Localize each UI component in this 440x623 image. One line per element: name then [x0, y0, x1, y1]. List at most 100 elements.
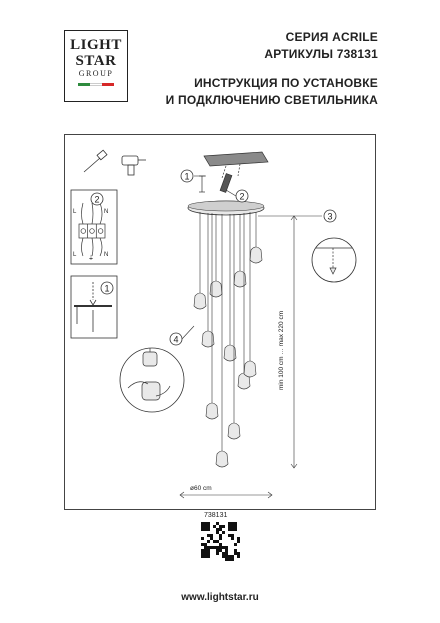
qr-cell: [207, 552, 210, 555]
qr-cell: [234, 543, 237, 546]
qr-cell: [210, 546, 213, 549]
svg-text:2: 2: [239, 191, 244, 201]
qr-cell: [204, 555, 207, 558]
terminal-block-icon: [78, 202, 106, 257]
callout-2-left: 2: [90, 192, 104, 206]
qr-cell: [222, 555, 225, 558]
qr-cell: [204, 522, 207, 525]
pendant-lamps: [193, 212, 263, 468]
qr-cell: [234, 528, 237, 531]
qr-cell: [204, 525, 207, 528]
wiring-label-neutral-bottom: N: [104, 252, 108, 258]
qr-cell: [231, 525, 234, 528]
qr-cell: [219, 537, 222, 540]
qr-cell: [228, 528, 231, 531]
qr-cell: [204, 546, 207, 549]
callout-4: 4: [169, 332, 183, 346]
detail-3-circle: [311, 237, 357, 283]
wiring-label-live-bottom: L: [73, 252, 77, 258]
website-link[interactable]: www.lightstar.ru: [181, 592, 259, 603]
height-label: min 100 cm … max 220 cm: [278, 310, 285, 390]
qr-cell: [207, 525, 210, 528]
svg-text:4: 4: [173, 334, 178, 344]
qr-cell: [231, 537, 234, 540]
qr-cell: [201, 522, 204, 525]
qr-cell: [219, 546, 222, 549]
qr-cell: [225, 549, 228, 552]
svg-text:1: 1: [104, 283, 109, 293]
qr-cell: [219, 525, 222, 528]
qr-cell: [207, 522, 210, 525]
instruction-line-2: И ПОДКЛЮЧЕНИЮ СВЕТИЛЬНИКА: [165, 93, 378, 107]
qr-cell: [210, 537, 213, 540]
qr-cell: [216, 546, 219, 549]
qr-cell: [213, 540, 216, 543]
diameter-label: ø60 cm: [190, 485, 212, 492]
qr-cell: [201, 537, 204, 540]
tools-panel: [83, 149, 146, 176]
qr-cell: [228, 534, 231, 537]
qr-cell: [204, 552, 207, 555]
callout-1-top: 1: [180, 169, 194, 183]
qr-cell: [201, 528, 204, 531]
qr-cell: [201, 552, 204, 555]
qr-cell: [204, 543, 207, 546]
qr-cell: [219, 543, 222, 546]
qr-cell: [225, 555, 228, 558]
qr-cell: [237, 555, 240, 558]
qr-cell: [222, 552, 225, 555]
qr-cell: [219, 534, 222, 537]
wiring-label-neutral: N: [104, 209, 108, 215]
dimension-lines: [179, 215, 298, 499]
qr-cell: [204, 549, 207, 552]
drill-icon: [121, 155, 146, 176]
qr-cell: [228, 525, 231, 528]
qr-cell: [201, 555, 204, 558]
qr-cell: [201, 549, 204, 552]
wiring-label-live: L: [73, 209, 77, 215]
ceiling-bracket-icon: [74, 282, 112, 332]
qr-cell: [222, 531, 225, 534]
qr-code: [201, 522, 241, 562]
article-numbers: АРТИКУЛЫ 738131: [264, 47, 378, 61]
qr-cell: [201, 543, 204, 546]
qr-cell: [207, 549, 210, 552]
ceiling-plate-icon: [199, 151, 269, 193]
logo-line-2: STAR: [75, 53, 117, 69]
logo-line-3: GROUP: [78, 69, 114, 78]
qr-cell: [231, 555, 234, 558]
qr-cell: [216, 540, 219, 543]
callout-2-top: 2: [235, 189, 249, 203]
detail-4-circle: [119, 347, 185, 413]
qr-cell: [207, 546, 210, 549]
qr-cell: [216, 522, 219, 525]
qr-cell: [225, 546, 228, 549]
qr-cell: [222, 525, 225, 528]
qr-cell: [237, 552, 240, 555]
svg-text:3: 3: [327, 211, 332, 221]
qr-cell: [213, 546, 216, 549]
qr-cell: [204, 528, 207, 531]
screwdriver-icon: [83, 149, 108, 173]
qr-cell: [231, 558, 234, 561]
qr-cell: [207, 534, 210, 537]
qr-cell: [207, 555, 210, 558]
qr-cell: [207, 540, 210, 543]
instruction-title: ИНСТРУКЦИЯ ПО УСТАНОВКЕ И ПОДКЛЮЧЕНИЮ СВ…: [166, 75, 378, 109]
qr-cell: [231, 528, 234, 531]
svg-text:1: 1: [184, 171, 189, 181]
qr-cell: [210, 534, 213, 537]
qr-cell: [234, 522, 237, 525]
qr-cell: [228, 522, 231, 525]
installation-diagram-frame: [64, 134, 376, 510]
qr-cell: [231, 534, 234, 537]
qr-cell: [225, 552, 228, 555]
brand-logo: LIGHT STAR GROUP: [64, 30, 128, 102]
qr-cell: [207, 528, 210, 531]
product-header: СЕРИЯ ACRILE АРТИКУЛЫ 738131: [264, 29, 378, 63]
qr-cell: [237, 537, 240, 540]
qr-cell: [225, 558, 228, 561]
qr-cell: [231, 522, 234, 525]
wiring-label-earth: ⏚: [88, 255, 94, 262]
